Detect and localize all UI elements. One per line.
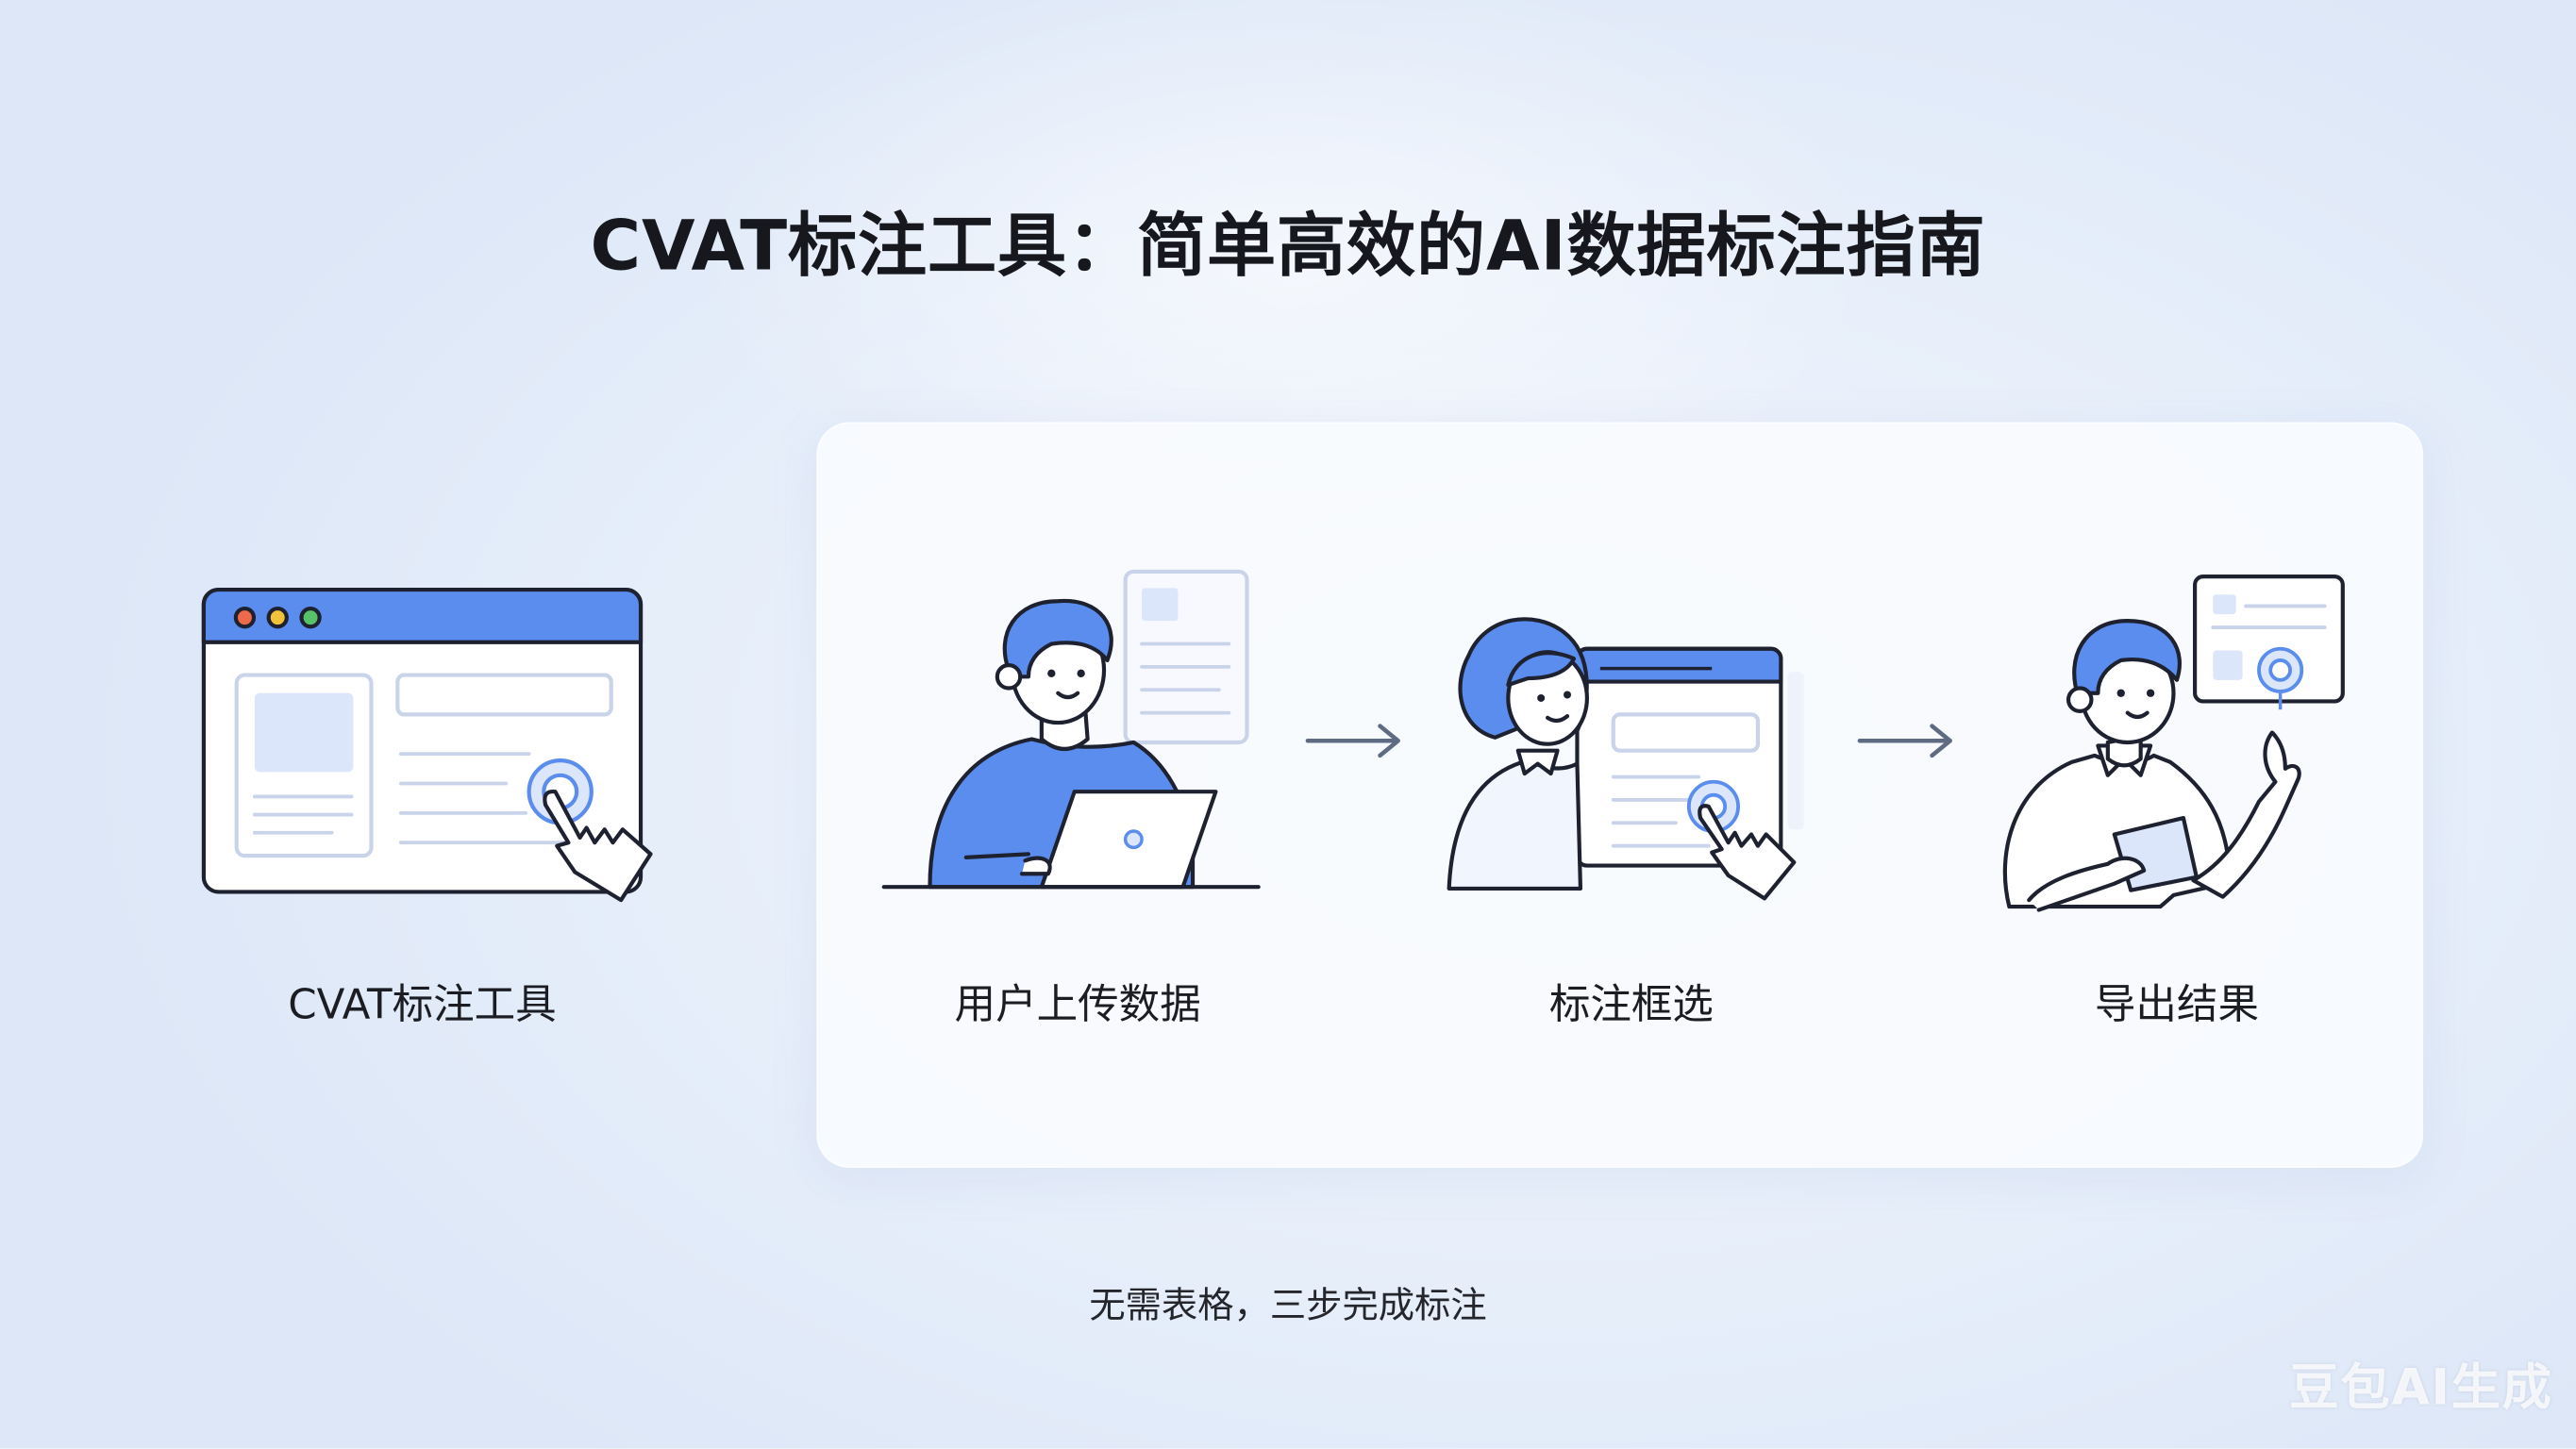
person-laptop-upload-icon — [881, 569, 1261, 890]
step-label-cvat: CVAT标注工具 — [288, 980, 557, 1028]
step-label-export: 导出结果 — [2094, 980, 2260, 1028]
browser-window-pointer-icon — [201, 587, 653, 903]
watermark: 豆包AI生成 — [2289, 1359, 2553, 1418]
arrow-right-icon — [1305, 724, 1400, 758]
person-exporting-result-icon — [2002, 575, 2345, 912]
arrow-right-icon — [1857, 724, 1952, 758]
step-label-annotate: 标注框选 — [1548, 980, 1714, 1028]
footer-note: 无需表格，三步完成标注 — [1089, 1286, 1487, 1327]
step-label-upload: 用户上传数据 — [954, 980, 1201, 1028]
page-title: CVAT标注工具：简单高效的AI数据标注指南 — [590, 205, 1986, 286]
person-annotating-window-icon — [1447, 617, 1804, 901]
